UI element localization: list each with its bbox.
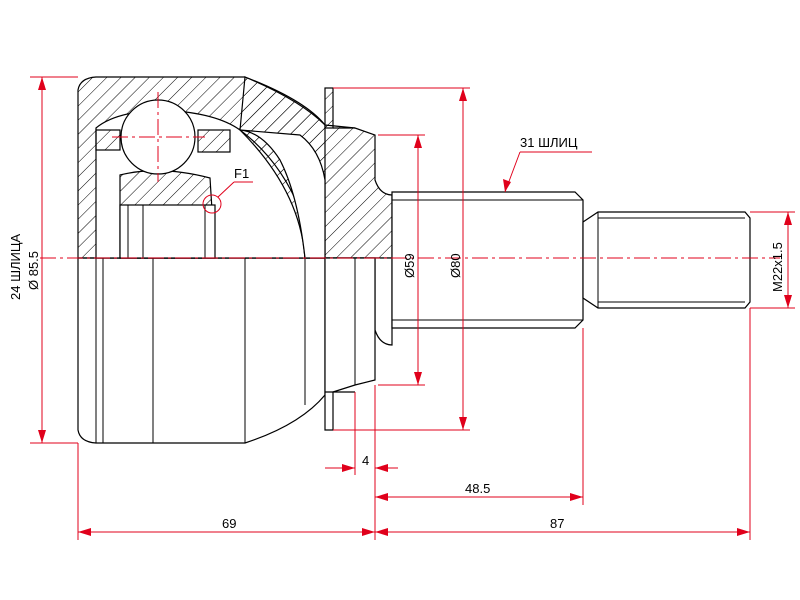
dim-59-label: Ø59 xyxy=(402,253,417,278)
f1-marker: F1 xyxy=(202,166,253,214)
dim-4-label: 4 xyxy=(362,453,369,468)
splines-outer-leader: 31 ШЛИЦ xyxy=(503,135,592,193)
dim-87-label: 87 xyxy=(550,516,564,531)
dim-overall: 69 87 xyxy=(77,308,751,540)
f1-label: F1 xyxy=(234,166,249,181)
dim-48-5-label: 48.5 xyxy=(465,481,490,496)
threaded-end xyxy=(582,211,751,309)
dim-48-5: 48.5 xyxy=(375,328,584,505)
splines-inner-label: 24 ШЛИЦА xyxy=(8,234,23,300)
dim-thread: M22x1.5 xyxy=(750,211,795,309)
dim-4: 4 xyxy=(325,385,398,475)
dim-outer-diameter-label: Ø 85.5 xyxy=(26,251,41,290)
housing-lower-half xyxy=(77,257,326,444)
dim-69-label: 69 xyxy=(222,516,236,531)
dim-diameter-59: Ø59 xyxy=(378,134,425,386)
thread-label: M22x1.5 xyxy=(770,242,785,292)
housing-upper-section xyxy=(77,76,393,259)
neck-lower xyxy=(324,257,393,431)
dim-80-label: Ø80 xyxy=(448,253,463,278)
dim-outer-diameter: Ø 85.5 24 ШЛИЦА xyxy=(8,76,78,444)
splines-outer-label: 31 ШЛИЦ xyxy=(520,135,578,150)
dim-diameter-80: Ø80 xyxy=(333,87,470,431)
spline-shaft xyxy=(391,191,584,329)
